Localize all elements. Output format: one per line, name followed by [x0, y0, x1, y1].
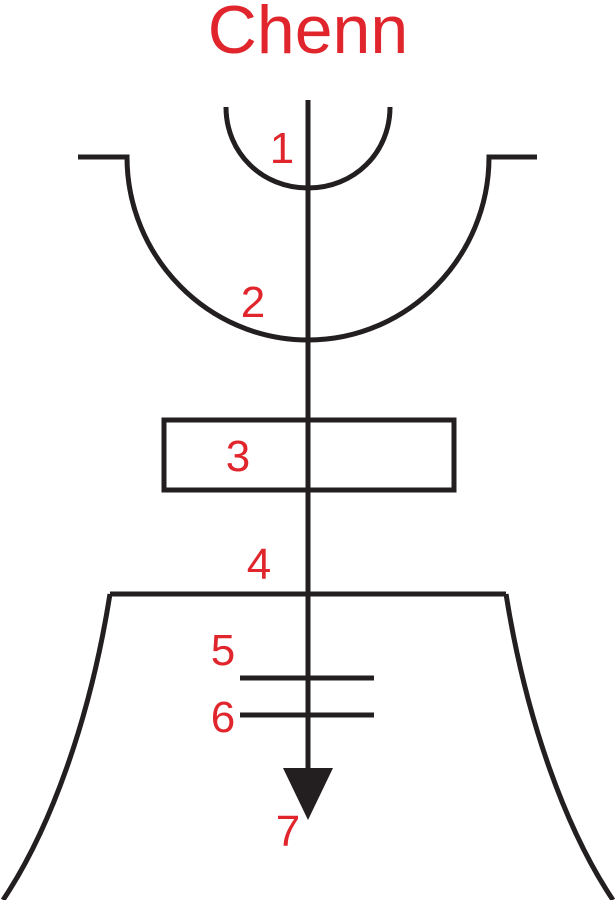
label-3: 3: [226, 432, 250, 481]
label-4: 4: [247, 540, 271, 589]
diagram-labels: Chenn 1 2 3 4 5 6 7: [208, 0, 408, 856]
base-right-curve: [503, 593, 616, 900]
label-7: 7: [276, 807, 300, 856]
label-2: 2: [241, 278, 265, 327]
label-5: 5: [211, 626, 235, 675]
label-6: 6: [211, 693, 235, 742]
title-label: Chenn: [208, 0, 408, 68]
base-left-curve: [0, 593, 113, 900]
diagram-lines: [0, 100, 616, 900]
arrow-head: [283, 768, 333, 820]
label-1: 1: [270, 124, 294, 173]
